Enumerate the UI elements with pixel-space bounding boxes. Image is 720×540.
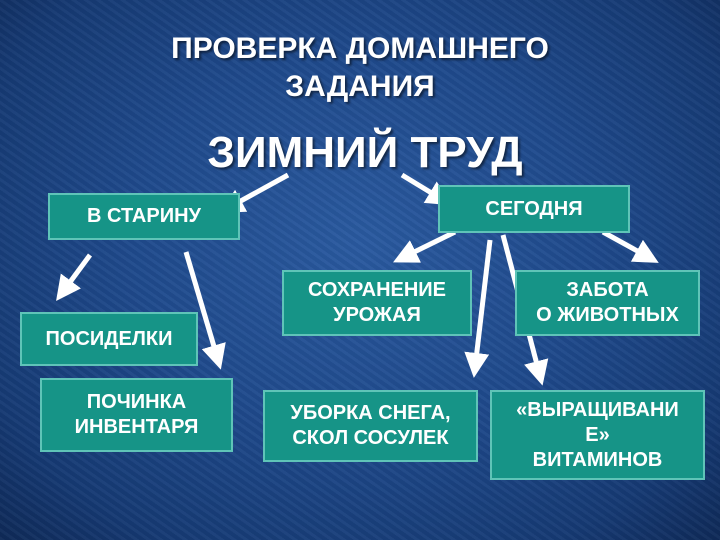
arrow-root-to-today [400, 172, 452, 206]
node-past: В СТАРИНУ [48, 193, 240, 240]
slide-title: ПРОВЕРКА ДОМАШНЕГО ЗАДАНИЯ [171, 32, 549, 103]
arrow-today-to-harvest [393, 229, 457, 263]
node-animals: ЗАБОТА О ЖИВОТНЫХ [515, 270, 700, 336]
node-snow: УБОРКА СНЕГА, СКОЛ СОСУЛЕК [263, 390, 478, 462]
node-repair: ПОЧИНКА ИНВЕНТАРЯ [40, 378, 233, 452]
arrow-today-to-animals [601, 229, 659, 263]
arrow-today-to-snow [464, 239, 493, 378]
diagram-root-title: ЗИМНИЙ ТРУД [207, 128, 523, 177]
node-harvest: СОХРАНЕНИЕ УРОЖАЯ [282, 270, 472, 336]
arrow-past-to-gatherings [56, 253, 93, 302]
node-today: СЕГОДНЯ [438, 185, 630, 233]
node-vitamins: «ВЫРАЩИВАНИ Е» ВИТАМИНОВ [490, 390, 705, 480]
arrow-past-to-repair [183, 251, 226, 370]
node-gatherings: ПОСИДЕЛКИ [20, 312, 198, 366]
